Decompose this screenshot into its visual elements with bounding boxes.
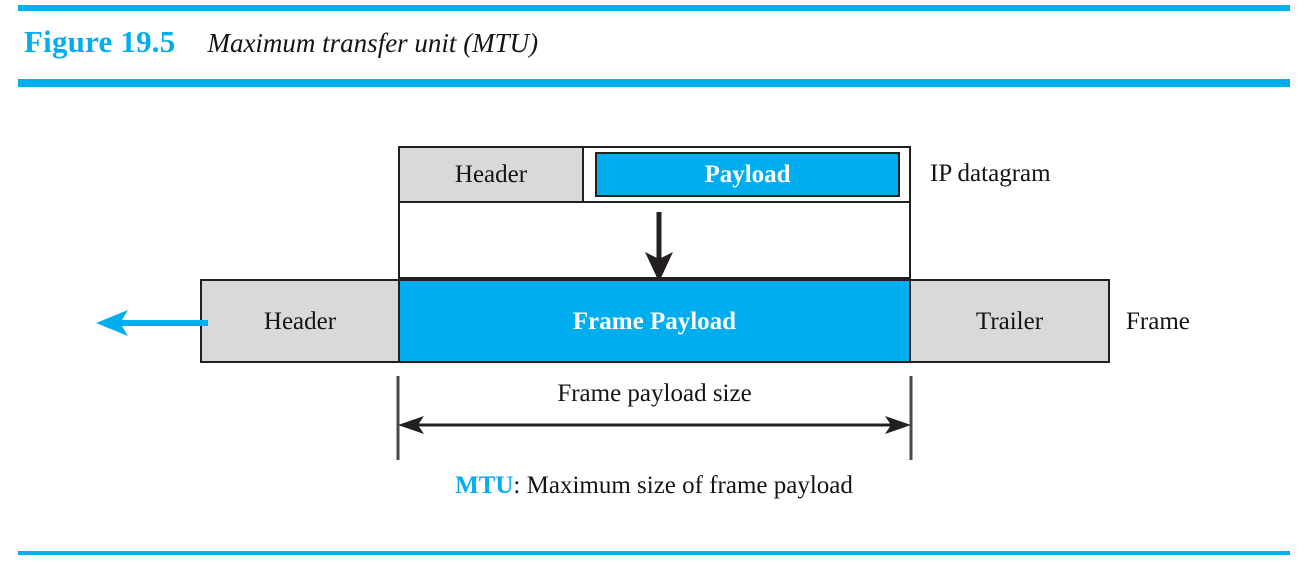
- ip-datagram-header-box: Header: [398, 146, 584, 203]
- figure-caption: Maximum transfer unit (MTU): [207, 28, 539, 58]
- ip-datagram-payload-box: Payload: [595, 152, 900, 197]
- ip-datagram-row-label: IP datagram: [930, 160, 1051, 187]
- mtu-note: MTU: Maximum size of frame payload: [0, 472, 1308, 500]
- frame-row-label: Frame: [1126, 308, 1190, 335]
- frame-header-box: Header: [200, 279, 400, 363]
- figure-title-bar: Figure 19.5 Maximum transfer unit (MTU): [24, 24, 538, 70]
- frame-trailer-box: Trailer: [909, 279, 1110, 363]
- bottom-rule: [18, 551, 1290, 555]
- ip-datagram-header-label: Header: [454, 161, 528, 188]
- title-underline-rule: [18, 79, 1290, 87]
- frame-payload-box: Frame Payload: [398, 279, 911, 363]
- frame-trailer-label: Trailer: [975, 307, 1044, 335]
- mtu-description: : Maximum size of frame payload: [513, 472, 853, 499]
- encapsulation-down-arrow-icon: [645, 212, 673, 282]
- frame-header-label: Header: [263, 307, 337, 335]
- transmission-left-arrow-icon: [96, 310, 208, 336]
- frame-payload-size-dimension: [396, 376, 913, 460]
- top-rule: [18, 5, 1290, 11]
- figure-number: Figure 19.5: [24, 24, 176, 59]
- frame-payload-size-label: Frame payload size: [557, 380, 752, 407]
- frame-payload-label: Frame Payload: [572, 307, 737, 335]
- mtu-term: MTU: [455, 472, 514, 499]
- ip-datagram-payload-label: Payload: [704, 161, 791, 188]
